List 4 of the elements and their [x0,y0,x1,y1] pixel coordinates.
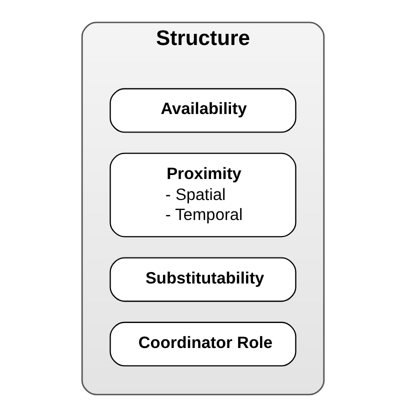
node-box: Availability [110,88,296,133]
node-box: Proximity - Spatial - Temporal [110,152,296,238]
node-box: Substitutability [110,257,296,302]
node-box: Coordinator Role [110,322,296,366]
